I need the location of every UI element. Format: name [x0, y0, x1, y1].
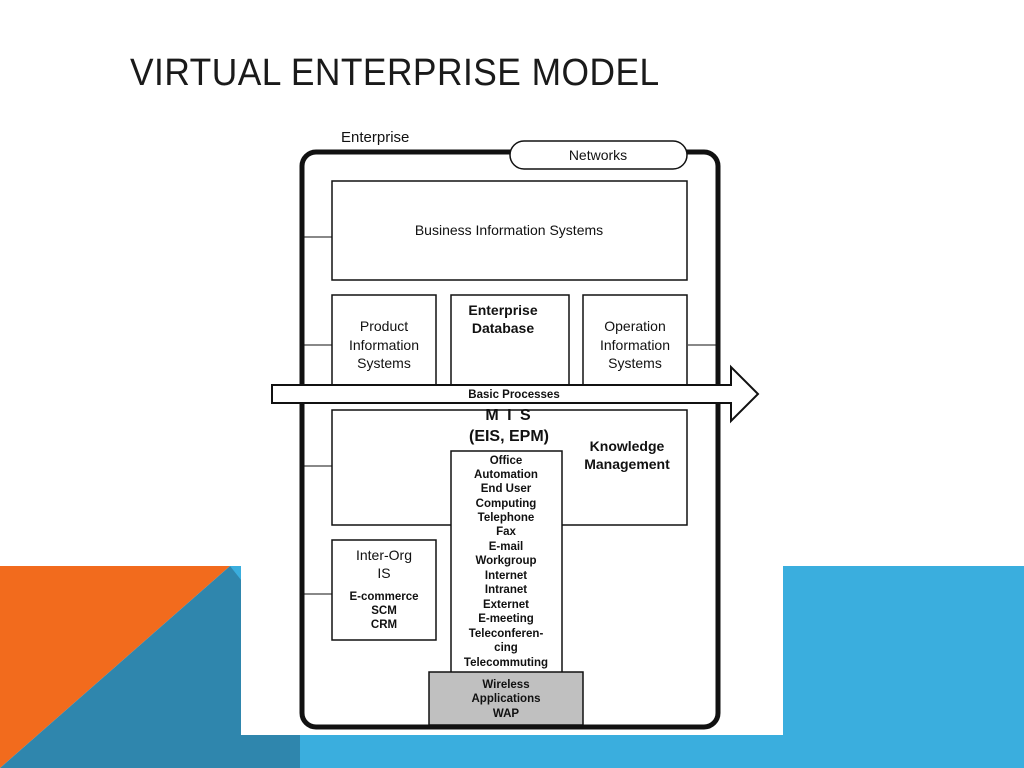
enterprise-diagram: Enterprise Networks Business Information… — [271, 129, 760, 730]
office-item: Internet — [485, 570, 527, 582]
inter-org-is-box — [331, 539, 437, 641]
office-item: E-meeting — [478, 613, 534, 625]
product-info-line: Systems — [357, 355, 411, 371]
dark-blue-triangle — [0, 566, 300, 768]
enterprise-label: Enterprise — [341, 129, 409, 146]
office-automation-column — [450, 450, 563, 674]
business-information-systems-box — [331, 180, 688, 281]
wireless-line: Applications — [471, 693, 540, 705]
operation-information-systems-box — [582, 294, 688, 396]
office-item: Computing — [476, 498, 537, 510]
networks-pill — [509, 140, 688, 170]
operation-info-line: Information — [600, 337, 670, 353]
wireless-line: WAP — [493, 708, 520, 720]
basic-processes-label: Basic Processes — [468, 389, 559, 401]
enterprise-database-line: Enterprise — [468, 302, 537, 318]
office-item: Externet — [483, 599, 529, 611]
office-item: Telephone — [478, 512, 535, 524]
knowledge-management-line: Knowledge — [590, 438, 665, 454]
inter-org-item: E-commerce — [349, 591, 418, 603]
enterprise-database-box — [450, 294, 570, 396]
inter-org-item: CRM — [371, 619, 397, 631]
office-items: Office Automation End User Computing Tel… — [464, 455, 548, 669]
product-information-systems-box — [331, 294, 437, 396]
operation-info-line: Systems — [608, 355, 662, 371]
knowledge-management-line: Management — [584, 456, 670, 472]
product-info-line: Information — [349, 337, 419, 353]
office-item: Intranet — [485, 584, 527, 596]
enterprise-database-line: Database — [472, 320, 534, 336]
inter-org-line: Inter-Org — [356, 547, 412, 563]
mis-label: M I S — [485, 407, 532, 424]
inter-org-line: IS — [377, 565, 390, 581]
office-item: Fax — [496, 526, 516, 538]
slide-title: VIRTUAL ENTERPRISE MODEL — [130, 52, 660, 94]
office-item: Teleconferen- — [469, 628, 544, 640]
wireless-line: Wireless — [482, 679, 529, 691]
diagram-panel: Enterprise Networks Business Information… — [241, 123, 783, 735]
office-item: cing — [494, 642, 518, 654]
office-item: End User — [481, 483, 532, 495]
operation-info-line: Operation — [604, 318, 665, 334]
eis-epm-label: (EIS, EPM) — [469, 428, 549, 445]
business-information-systems-label: Business Information Systems — [415, 222, 603, 238]
office-item: Automation — [474, 469, 538, 481]
wireless-applications-box — [428, 671, 584, 726]
inter-org-item: SCM — [371, 605, 397, 617]
office-item: Telecommuting — [464, 657, 548, 669]
networks-label: Networks — [569, 147, 627, 163]
basic-processes-arrow — [271, 364, 760, 424]
product-info-line: Product — [360, 318, 408, 334]
office-item: E-mail — [489, 541, 524, 553]
office-item: Office — [490, 455, 523, 467]
office-item: Workgroup — [475, 555, 536, 567]
